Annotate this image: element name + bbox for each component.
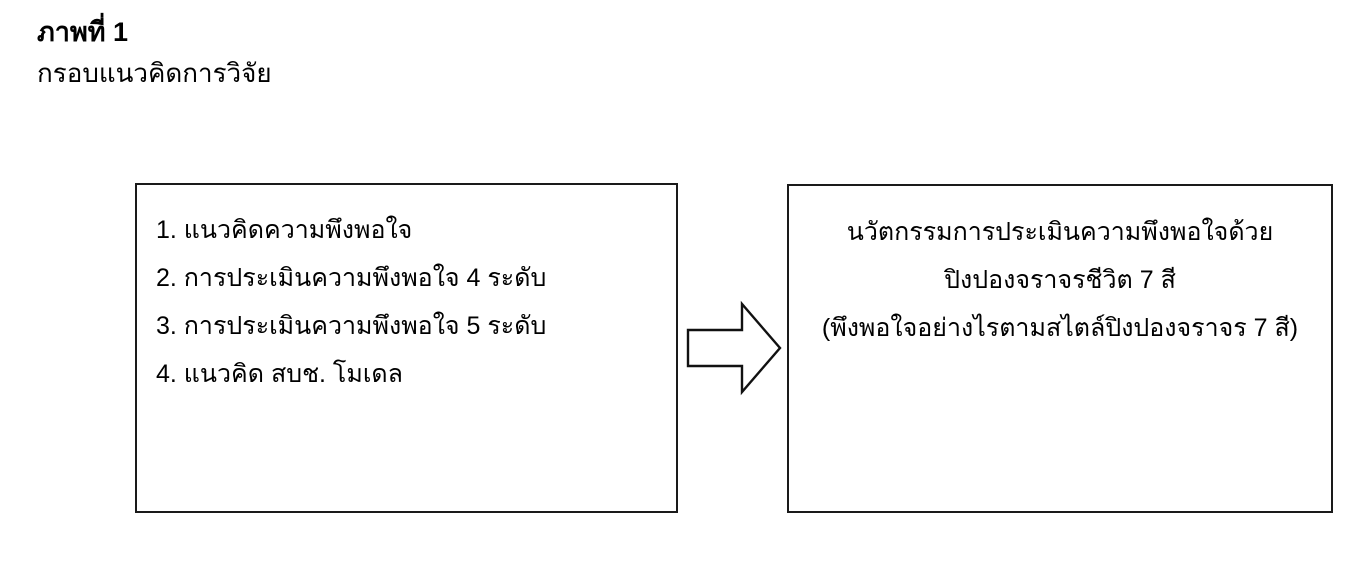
list-item: 4. แนวคิด สบช. โมเดล	[156, 360, 403, 388]
figure-title: ภาพที่ 1	[37, 17, 129, 47]
figure-heading: ภาพที่ 1 กรอบแนวคิดการวิจัย	[37, 12, 737, 94]
innovation-line: ปิงปองจราจรชีวิต 7 สี	[944, 266, 1176, 294]
output-innovation-box: นวัตกรรมการประเมินความพึงพอใจด้วย ปิงปอง…	[787, 184, 1333, 513]
innovation-text-block: นวัตกรรมการประเมินความพึงพอใจด้วย ปิงปอง…	[789, 186, 1331, 352]
innovation-line: นวัตกรรมการประเมินความพึงพอใจด้วย	[846, 218, 1274, 246]
arrow-shape	[686, 300, 782, 396]
figure-subtitle: กรอบแนวคิดการวิจัย	[37, 58, 272, 88]
concept-list: 1. แนวคิดความพึงพอใจ 2. การประเมินความพึ…	[137, 185, 676, 398]
right-block-arrow-icon	[686, 300, 782, 396]
input-concepts-box: 1. แนวคิดความพึงพอใจ 2. การประเมินความพึ…	[135, 183, 678, 513]
innovation-line: (พึงพอใจอย่างไรตามสไตล์ปิงปองจราจร 7 สี)	[821, 314, 1299, 342]
list-item: 1. แนวคิดความพึงพอใจ	[156, 216, 413, 244]
list-item: 3. การประเมินความพึงพอใจ 5 ระดับ	[156, 312, 547, 340]
list-item: 2. การประเมินความพึงพอใจ 4 ระดับ	[156, 264, 547, 292]
